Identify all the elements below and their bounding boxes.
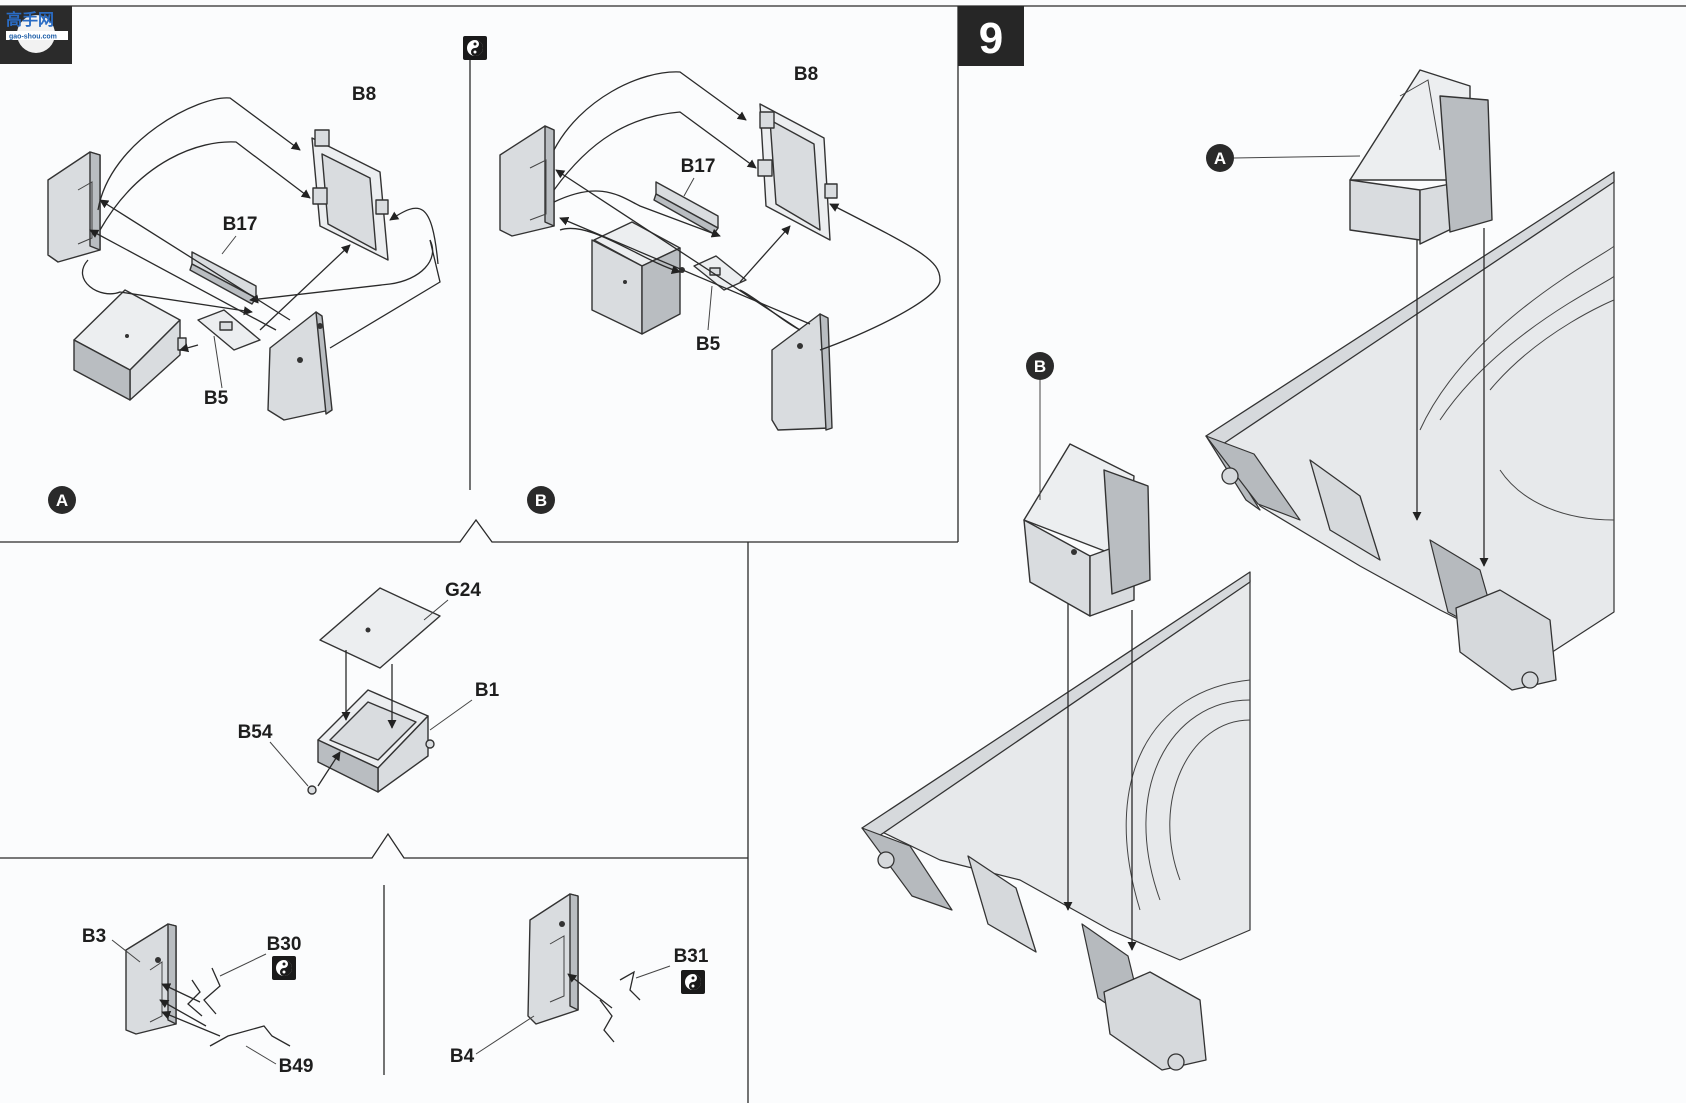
label-b31: B31: [674, 946, 709, 967]
label-b54: B54: [238, 722, 273, 743]
label-b5-b: B5: [696, 334, 721, 355]
cabin-b-marker: B: [1026, 352, 1054, 380]
panel-box-assembly: [307, 587, 441, 795]
variant-a-marker: A: [48, 486, 76, 514]
cabin-a: [1349, 69, 1493, 245]
logo-text: 高手网: [6, 10, 54, 29]
cabin-a-marker: A: [1206, 144, 1234, 172]
label-b49: B49: [279, 1056, 314, 1077]
svg-text:B: B: [535, 491, 547, 510]
panel-frames: [0, 5, 1686, 1103]
panel-b4-assembly: [527, 893, 641, 1043]
label-b17-a: B17: [223, 214, 258, 235]
svg-text:B: B: [1034, 357, 1046, 376]
yin-yang-icon: [463, 36, 487, 60]
label-b4: B4: [450, 1046, 475, 1067]
panel-b3-assembly: [125, 923, 291, 1047]
step-number: 9: [979, 14, 1003, 63]
label-b17-b: B17: [681, 156, 716, 177]
hull-variant-a: [1205, 171, 1615, 691]
label-b8-a: B8: [352, 84, 376, 105]
panel-a-assembly: [47, 97, 441, 421]
label-b5-a: B5: [204, 388, 229, 409]
label-b30: B30: [267, 934, 302, 955]
variant-b-marker: B: [527, 486, 555, 514]
yin-yang-icon: [681, 970, 705, 994]
cabin-b: [1023, 443, 1151, 617]
site-logo: 高手网 gao-shou.com: [0, 6, 72, 64]
label-b3: B3: [82, 926, 106, 947]
label-g24: G24: [445, 580, 481, 601]
label-b1: B1: [475, 680, 500, 701]
svg-text:A: A: [56, 491, 68, 510]
step-number-box: 9: [958, 6, 1024, 66]
svg-text:A: A: [1214, 149, 1226, 168]
logo-url: gao-shou.com: [9, 34, 57, 41]
hull-variant-b: [861, 571, 1251, 1071]
panel-b-assembly: [499, 71, 941, 431]
yin-yang-icon: [272, 956, 296, 980]
label-b8-b: B8: [794, 64, 818, 85]
